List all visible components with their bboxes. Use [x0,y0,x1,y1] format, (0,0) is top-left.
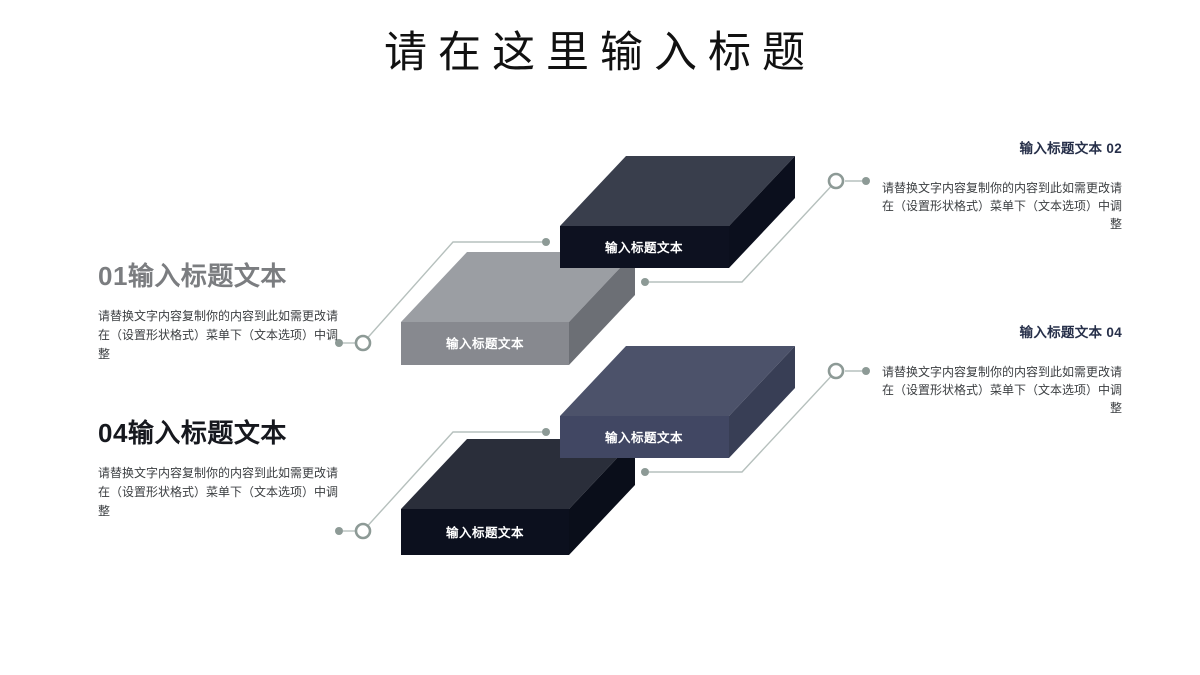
box-label: 输入标题文本 [446,336,524,351]
connector-start-dot [862,177,870,185]
connector-ring [827,362,845,380]
box-top-face [401,252,635,322]
block-02-body[interactable]: 请替换文字内容复制你的内容到此如需更改请在（设置形状格式）菜单下（文本选项）中调… [882,181,1123,231]
box-label: 输入标题文本 [605,240,683,255]
step-box-blue[interactable]: 输入标题文本 [560,346,795,458]
connector-02 [641,172,870,286]
connector-line [649,180,837,283]
box-front-face [560,226,729,268]
block-04-right-body[interactable]: 请替换文字内容复制你的内容到此如需更改请在（设置形状格式）菜单下（文本选项）中调… [882,365,1123,415]
box-top-face [560,346,795,416]
block-04-left-heading[interactable]: 04输入标题文本 [98,418,287,448]
box-label: 输入标题文本 [605,430,683,445]
connector-ring [827,172,845,190]
connector-end-dot [542,238,550,246]
box-side-face [729,346,795,458]
connector-line [362,431,542,532]
connector-01 [335,238,550,352]
box-side-face [569,439,635,555]
connector-04-right [641,362,870,476]
connector-line [362,241,542,344]
connector-end-dot [542,428,550,436]
connector-start-dot [335,527,343,535]
step-box-dark-top[interactable]: 输入标题文本 [560,156,795,268]
box-label: 输入标题文本 [446,525,524,540]
text-block-04-left[interactable]: 04输入标题文本 请替换文字内容复制你的内容到此如需更改请在（设置形状格式）菜单… [98,418,350,521]
block-01-heading[interactable]: 01输入标题文本 [98,261,287,291]
block-04-left-body[interactable]: 请替换文字内容复制你的内容到此如需更改请在（设置形状格式）菜单下（文本选项）中调… [98,466,339,518]
connector-end-dot [641,278,649,286]
box-side-face [569,252,635,365]
box-front-face [401,322,569,365]
box-top-face [560,156,795,226]
box-front-face [401,509,569,555]
block-02-heading[interactable]: 输入标题文本 02 [1019,141,1122,156]
connector-start-dot [335,339,343,347]
step-box-gray[interactable]: 输入标题文本 [401,252,635,365]
connector-ring [354,334,372,352]
connector-line [649,370,837,473]
box-side-face [729,156,795,268]
text-block-02[interactable]: 输入标题文本 02 请替换文字内容复制你的内容到此如需更改请在（设置形状格式）菜… [882,141,1122,233]
connector-ring [354,522,372,540]
text-block-04-right[interactable]: 输入标题文本 04 请替换文字内容复制你的内容到此如需更改请在（设置形状格式）菜… [882,325,1122,417]
box-front-face [560,416,729,458]
connector-start-dot [862,367,870,375]
connector-04-left [335,428,550,540]
connector-end-dot [641,468,649,476]
block-01-body[interactable]: 请替换文字内容复制你的内容到此如需更改请在（设置形状格式）菜单下（文本选项）中调… [98,309,339,361]
text-block-01[interactable]: 01输入标题文本 请替换文字内容复制你的内容到此如需更改请在（设置形状格式）菜单… [98,261,350,364]
block-04-right-heading[interactable]: 输入标题文本 04 [1019,325,1122,340]
slide-title[interactable]: 请在这里输入标题 [384,30,816,77]
